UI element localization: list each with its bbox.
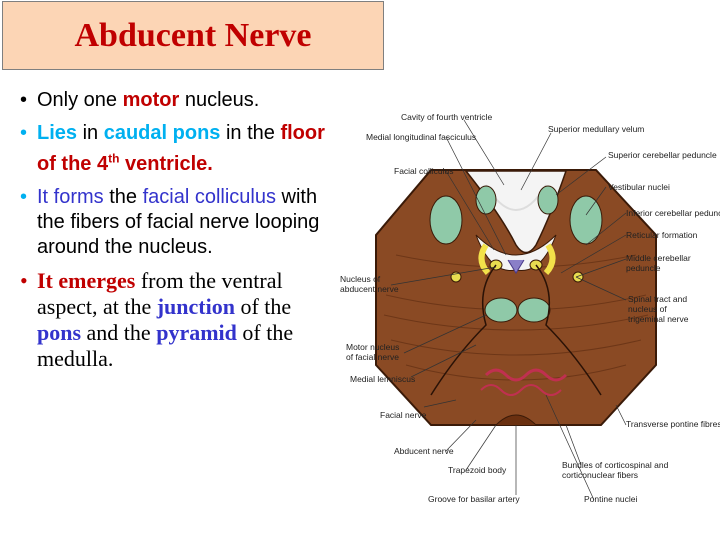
- label-motor-fac-2: of facial nerve: [346, 352, 399, 362]
- label-abd-nerve: Abducent nerve: [394, 446, 454, 456]
- bullet-dot: •: [20, 185, 28, 208]
- label-groove: Groove for basilar artery: [428, 494, 520, 504]
- facial-nerve-loop-left: [430, 264, 497, 396]
- label-pontine-nuc: Pontine nuclei: [584, 494, 638, 504]
- motor-facial-nucleus-right: [517, 297, 551, 323]
- spinal-trigeminal-left: [478, 243, 491, 276]
- pons-diagram: [375, 119, 657, 501]
- vestibular-nucleus-left: [429, 195, 463, 245]
- label-cavity: Cavity of fourth ventricle: [401, 112, 493, 122]
- label-sup-med-velum: Superior medullary velum: [548, 124, 645, 134]
- trigeminal-nucleus-right: [572, 271, 584, 283]
- label-vestibular: Vestibular nuclei: [608, 182, 670, 192]
- bullet-dot: •: [20, 89, 28, 111]
- label-med-lemn: Medial lemniscus: [350, 374, 416, 384]
- label-transverse: Transverse pontine fibres: [626, 419, 720, 429]
- basilar-groove: [495, 414, 537, 426]
- label-middle-cer-1: Middle cerebellar: [626, 253, 691, 263]
- superior-peduncle-right: [537, 185, 559, 215]
- vestibular-nucleus-right: [569, 195, 603, 245]
- bullet-item: • It forms the facial colliculus with th…: [20, 185, 338, 260]
- label-mlf: Medial longitudinal fasciculus: [366, 132, 477, 142]
- label-nuc-abd-1: Nucleus of: [340, 274, 381, 284]
- bullet-text: It forms the facial colliculus with the …: [37, 185, 320, 258]
- bullet-text: Lies in caudal pons in the floor of the …: [37, 122, 325, 175]
- superior-peduncle-left: [475, 185, 497, 215]
- leader-lines: [390, 119, 627, 501]
- label-spinal-1: Spinal tract and: [628, 294, 688, 304]
- label-facial-nerve: Facial nerve: [380, 410, 427, 420]
- bullet-item: • Only one motor nucleus.: [20, 88, 338, 113]
- bullet-list: • Only one motor nucleus. • Lies in caud…: [20, 88, 338, 380]
- pontine-nuclei-red-2: [480, 384, 562, 396]
- label-trapezoid: Trapezoid body: [448, 465, 507, 475]
- label-bundles-2: corticonuclear fibers: [562, 470, 639, 480]
- pons-cross-section-figure: Cavity of fourth ventricle Medial longit…: [336, 95, 720, 515]
- spinal-trigeminal-right: [543, 243, 556, 276]
- bullet-dot: •: [20, 267, 28, 293]
- label-spinal-2: nucleus of: [628, 304, 667, 314]
- label-reticular: Reticular formation: [626, 230, 698, 240]
- label-motor-fac-1: Motor nucleus: [346, 342, 400, 352]
- bullet-item: • It emerges from the ventral aspect, at…: [20, 268, 338, 372]
- bullet-text: It emerges from the ventral aspect, at t…: [37, 267, 294, 371]
- facial-nerve-loop-right: [535, 264, 602, 396]
- label-facial-coll: Facial colliculus: [394, 166, 454, 176]
- label-bundles-1: Bundles of corticospinal and: [562, 460, 669, 470]
- bullet-item: • Lies in caudal pons in the floor of th…: [20, 121, 338, 177]
- bullet-dot: •: [20, 122, 28, 144]
- title-box: Abducent Nerve: [2, 1, 384, 70]
- label-inf-cer-ped: Inferior cerebellar peduncle: [626, 208, 720, 218]
- label-nuc-abd-2: abducent nerve: [340, 284, 399, 294]
- label-middle-cer-2: peduncle: [626, 263, 661, 273]
- label-sup-cer-ped: Superior cerebellar peduncle: [608, 150, 717, 160]
- slide-title: Abducent Nerve: [74, 16, 312, 54]
- pontine-nuclei-red: [484, 368, 568, 382]
- motor-facial-nucleus-left: [484, 297, 518, 323]
- label-spinal-3: trigeminal nerve: [628, 314, 689, 324]
- mlf-mark: [507, 259, 525, 274]
- bullet-text: Only one motor nucleus.: [37, 89, 260, 111]
